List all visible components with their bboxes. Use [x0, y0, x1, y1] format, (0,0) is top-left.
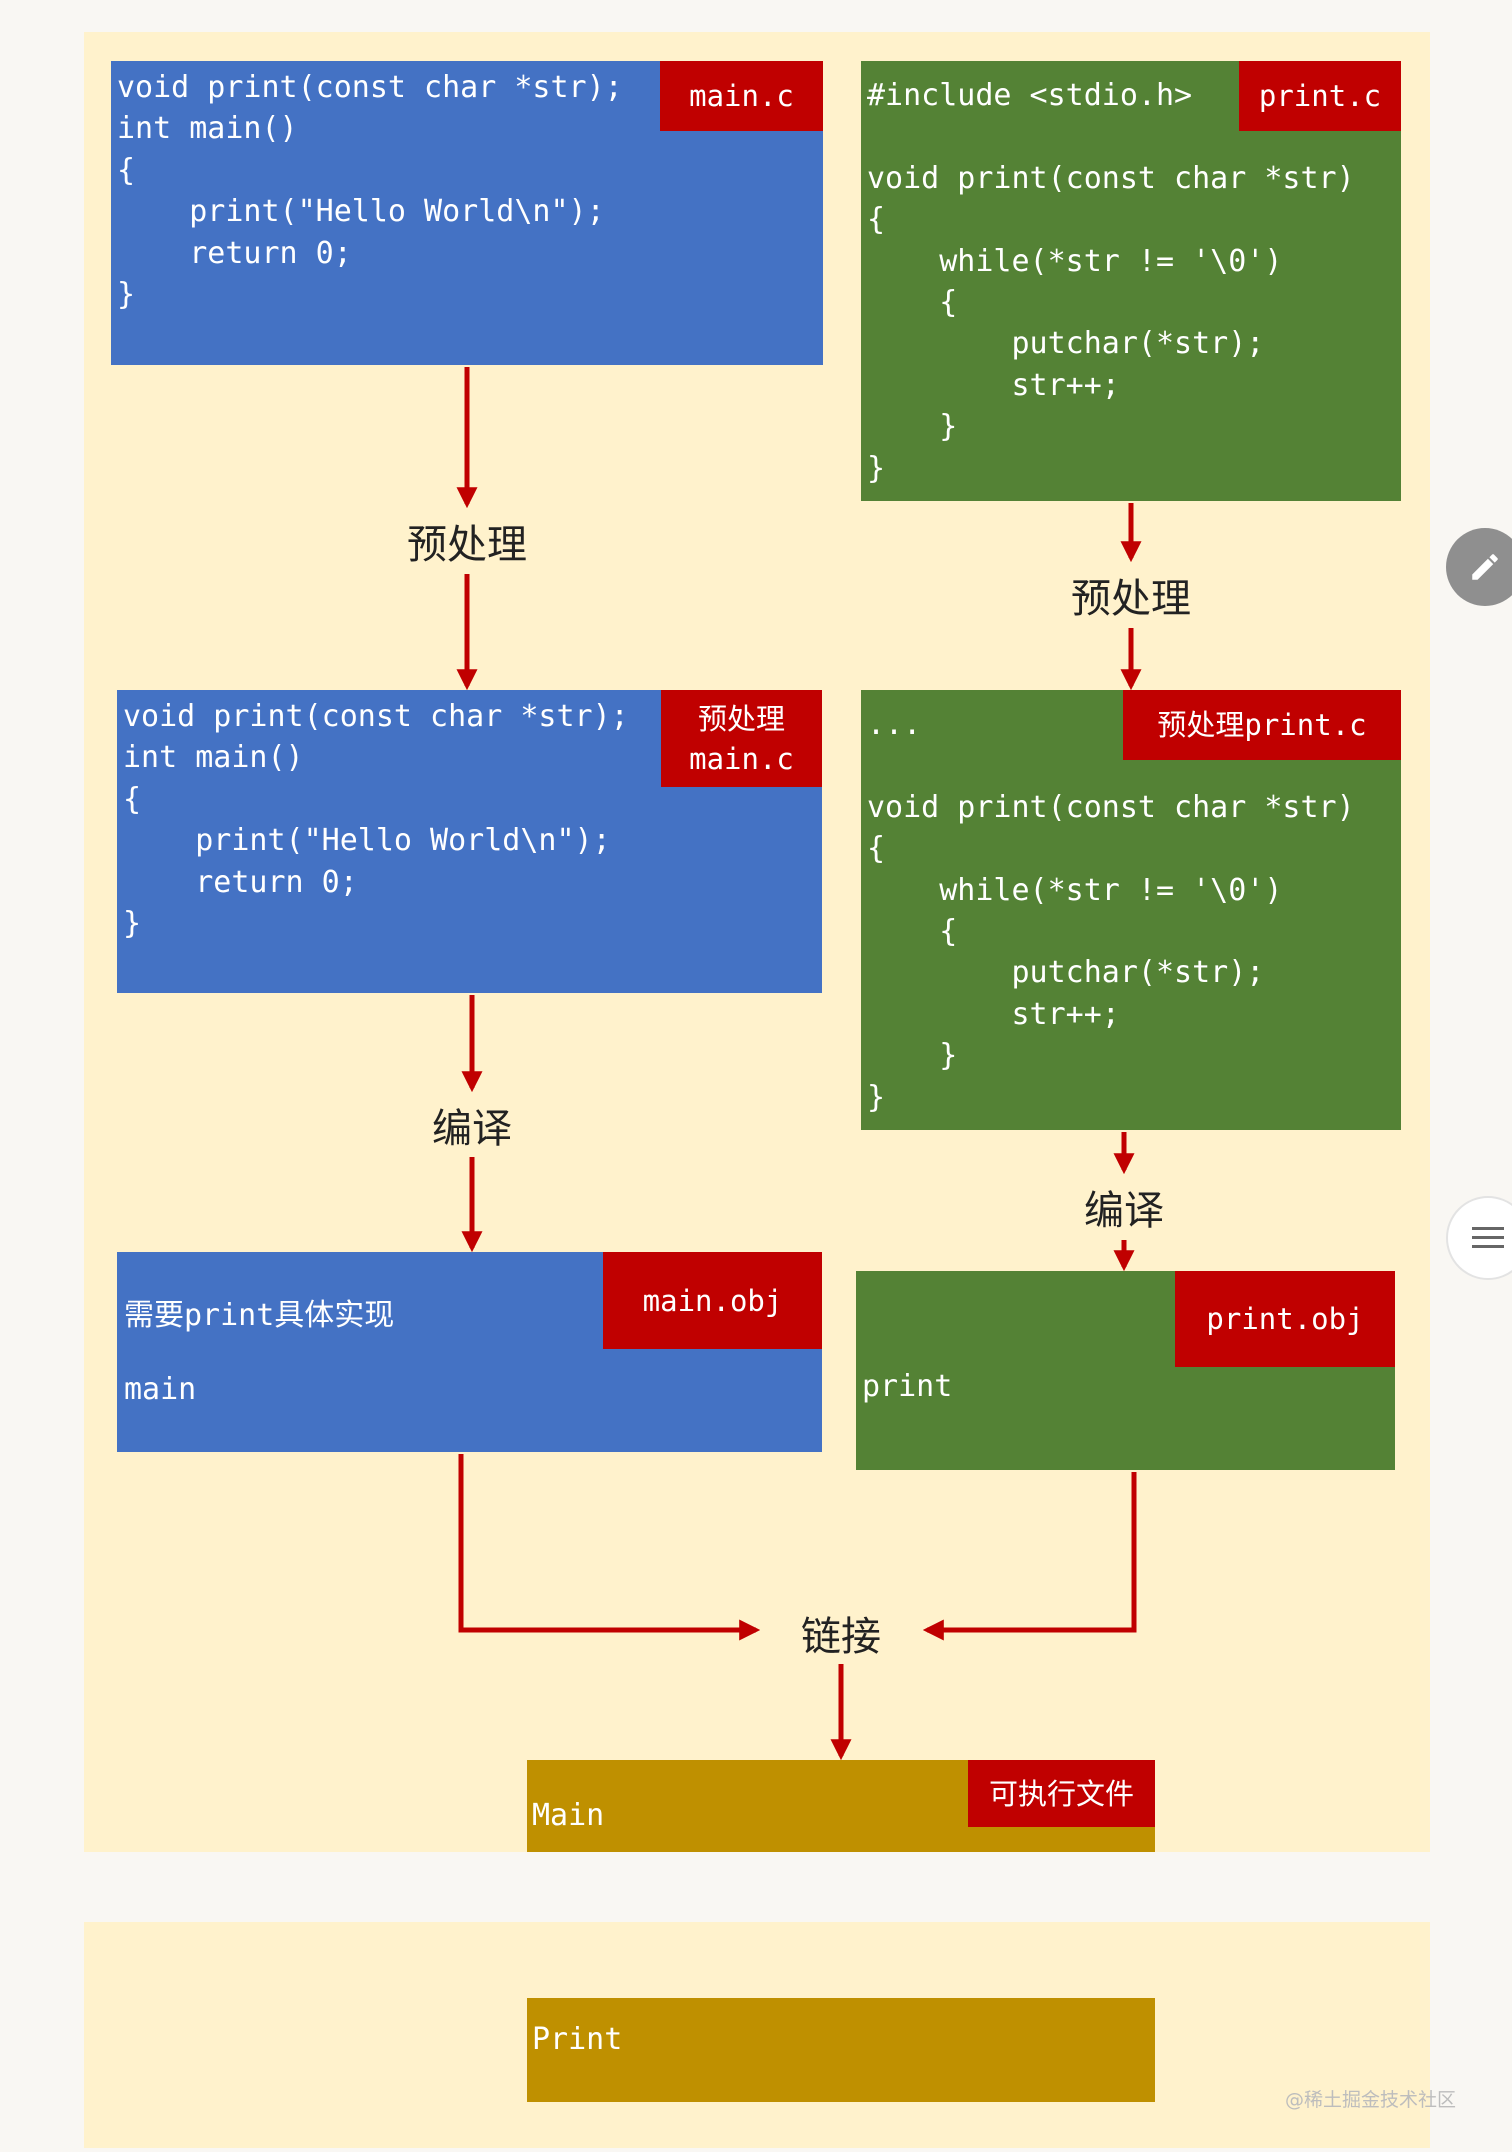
- preprocessed-print-c-tag-text: 预处理print.c: [1157, 708, 1367, 742]
- main-c-tag-text: main.c: [689, 79, 794, 113]
- arrow-print-obj-to-link: [922, 1472, 1137, 1641]
- print-obj-tag-text: print.obj: [1206, 1302, 1364, 1336]
- print-obj-tag: print.obj: [1175, 1271, 1395, 1367]
- main-c-source-block: void print(const char *str); int main() …: [111, 61, 823, 365]
- step-compile-main: 编译: [432, 1106, 512, 1152]
- preprocessed-print-c-tag: 预处理print.c: [1123, 690, 1401, 760]
- executable-print-label: Print: [532, 2022, 623, 2057]
- main-obj-tag-text: main.obj: [642, 1283, 783, 1318]
- executable-print-block: Print: [527, 1998, 1155, 2102]
- hamburger-menu-icon: [1472, 1227, 1504, 1248]
- step-compile-print: 编译: [1084, 1188, 1164, 1234]
- print-c-tag: print.c: [1239, 61, 1401, 131]
- preprocessed-print-c-code: ... void print(const char *str) { while(…: [867, 707, 1355, 1115]
- main-obj-symbol: main: [124, 1372, 197, 1407]
- preprocessed-main-c-tag-line1: 预处理: [697, 701, 785, 736]
- menu-button[interactable]: [1446, 1196, 1512, 1280]
- main-c-code: void print(const char *str); int main() …: [117, 70, 623, 313]
- executable-tag: 可执行文件: [968, 1760, 1155, 1827]
- step-preprocess-print: 预处理: [1071, 576, 1191, 622]
- print-c-tag-text: print.c: [1258, 79, 1382, 113]
- source-watermark: @稀土掘金技术社区: [1284, 2089, 1456, 2111]
- print-c-source-block: #include <stdio.h> void print(const char…: [861, 61, 1401, 501]
- executable-tag-text: 可执行文件: [988, 1776, 1134, 1811]
- pencil-icon: [1472, 554, 1498, 580]
- preprocessed-main-c-code: void print(const char *str); int main() …: [123, 699, 629, 942]
- edit-button[interactable]: [1446, 528, 1512, 606]
- executable-main-label: Main: [532, 1798, 605, 1833]
- print-c-code: #include <stdio.h> void print(const char…: [867, 78, 1355, 486]
- step-link: 链接: [801, 1614, 881, 1660]
- preprocessed-main-c-tag: 预处理 main.c: [661, 690, 822, 787]
- print-obj-symbol: print: [862, 1369, 953, 1404]
- arrow-main-obj-to-link: [458, 1454, 761, 1641]
- main-c-tag: main.c: [660, 61, 823, 131]
- preprocessed-main-c-tag-line2: main.c: [689, 741, 794, 776]
- main-obj-tag: main.obj: [603, 1252, 822, 1349]
- step-preprocess-main: 预处理: [407, 522, 527, 568]
- main-obj-requirement: 需要print具体实现: [124, 1298, 395, 1333]
- preprocessed-print-c-block: ... void print(const char *str) { while(…: [861, 690, 1401, 1130]
